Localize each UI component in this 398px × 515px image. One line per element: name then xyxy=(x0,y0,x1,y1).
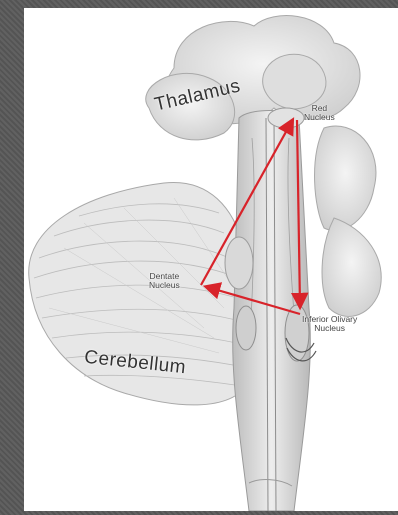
label-dentate-nucleus: Dentate Nucleus xyxy=(149,272,180,291)
brainstem xyxy=(225,108,316,511)
anatomy-figure: Thalamus Red Nucleus Dentate Nucleus Inf… xyxy=(24,8,398,511)
label-red-nucleus: Red Nucleus xyxy=(304,104,335,123)
label-inferior-olivary-nucleus: Inferior Olivary Nucleus xyxy=(302,315,357,334)
